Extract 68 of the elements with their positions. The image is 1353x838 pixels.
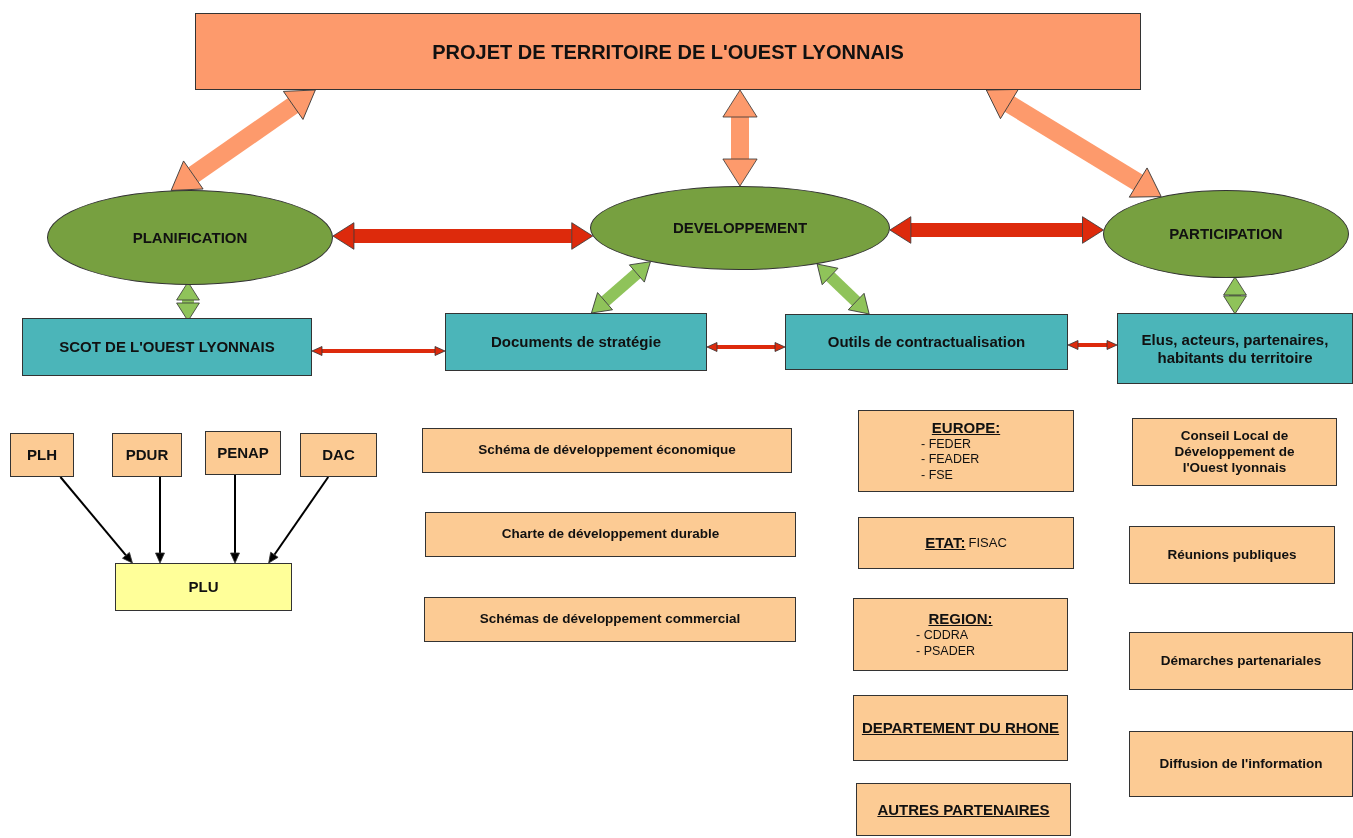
process-box — [112, 433, 182, 477]
list-item: - FEADER — [921, 452, 980, 468]
process-box — [1129, 526, 1335, 584]
node-label: ETAT: — [925, 534, 966, 552]
process-box — [858, 517, 1074, 569]
arrow — [268, 476, 330, 564]
node-label: REGION: — [928, 609, 993, 628]
process-box — [785, 314, 1068, 370]
list-item: - PSADER — [916, 643, 976, 660]
arrow — [155, 476, 165, 564]
node-label: Charte de développement durable — [500, 526, 721, 543]
node-label: PARTICIPATION — [1168, 225, 1284, 243]
node-label: Réunions publiques — [1166, 546, 1298, 564]
process-box — [1129, 731, 1353, 797]
node-label: PLH — [26, 446, 58, 464]
process-box — [425, 512, 796, 557]
list-item: - FEDER — [921, 436, 971, 453]
node-label: Schémas de développement commercial — [478, 611, 742, 628]
list-item: FISAC — [968, 535, 1007, 551]
list-item: - FSE — [921, 467, 953, 484]
node-label: DEVELOPPEMENT — [671, 219, 809, 237]
double-arrow — [889, 216, 1104, 244]
process-box — [22, 318, 312, 376]
process-box — [445, 313, 707, 371]
node-label: Documents de stratégie — [489, 333, 662, 351]
node-label: Conseil Local de Développement de l'Ouest lyonnais — [1173, 427, 1296, 477]
node-label: Diffusion de l'information — [1158, 755, 1324, 773]
process-box — [300, 433, 377, 477]
node-label: AUTRES PARTENAIRES — [877, 800, 1050, 819]
process-box — [856, 783, 1071, 836]
node-label: PDUR — [124, 446, 170, 464]
double-arrow — [985, 89, 1162, 198]
double-arrow — [1067, 340, 1118, 350]
node-label: Elus, acteurs, partenaires, habitants du territoire — [1140, 330, 1330, 367]
arrow — [230, 474, 240, 564]
node-label: PLU — [187, 578, 220, 596]
node-label: EUROPE: — [931, 418, 1001, 437]
double-arrow — [170, 89, 316, 191]
double-arrow — [706, 342, 786, 352]
process-box — [858, 410, 1074, 492]
node-label: Outils de contractualisation — [826, 333, 1027, 351]
process-box — [205, 431, 281, 475]
list-item: - CDDRA — [916, 627, 969, 644]
process-box — [1117, 313, 1353, 384]
process-box — [853, 598, 1068, 671]
process-box — [1129, 632, 1353, 690]
double-arrow — [311, 346, 446, 356]
node-label: PLANIFICATION — [131, 228, 249, 247]
double-arrow — [816, 263, 870, 315]
arrow — [59, 476, 133, 564]
double-arrow — [722, 89, 758, 187]
node-label: DEPARTEMENT DU RHONE — [861, 719, 1060, 737]
process-box — [195, 13, 1141, 90]
process-box — [853, 695, 1068, 761]
double-arrow — [1223, 276, 1247, 315]
node-label: DAC — [321, 446, 356, 464]
node-label: PENAP — [216, 444, 270, 462]
double-arrow — [332, 222, 594, 250]
process-box — [1132, 418, 1337, 486]
node-label: PROJET DE TERRITOIRE DE L'OUEST LYONNAIS — [431, 39, 905, 64]
node-label: Démarches partenariales — [1159, 652, 1323, 670]
process-box — [10, 433, 74, 477]
process-box — [422, 428, 792, 473]
node-label: Schéma de développement économique — [477, 442, 737, 459]
double-arrow — [591, 261, 651, 314]
process-box — [424, 597, 796, 642]
process-box — [115, 563, 292, 611]
node-label: SCOT DE L'OUEST LYONNAIS — [58, 338, 276, 356]
